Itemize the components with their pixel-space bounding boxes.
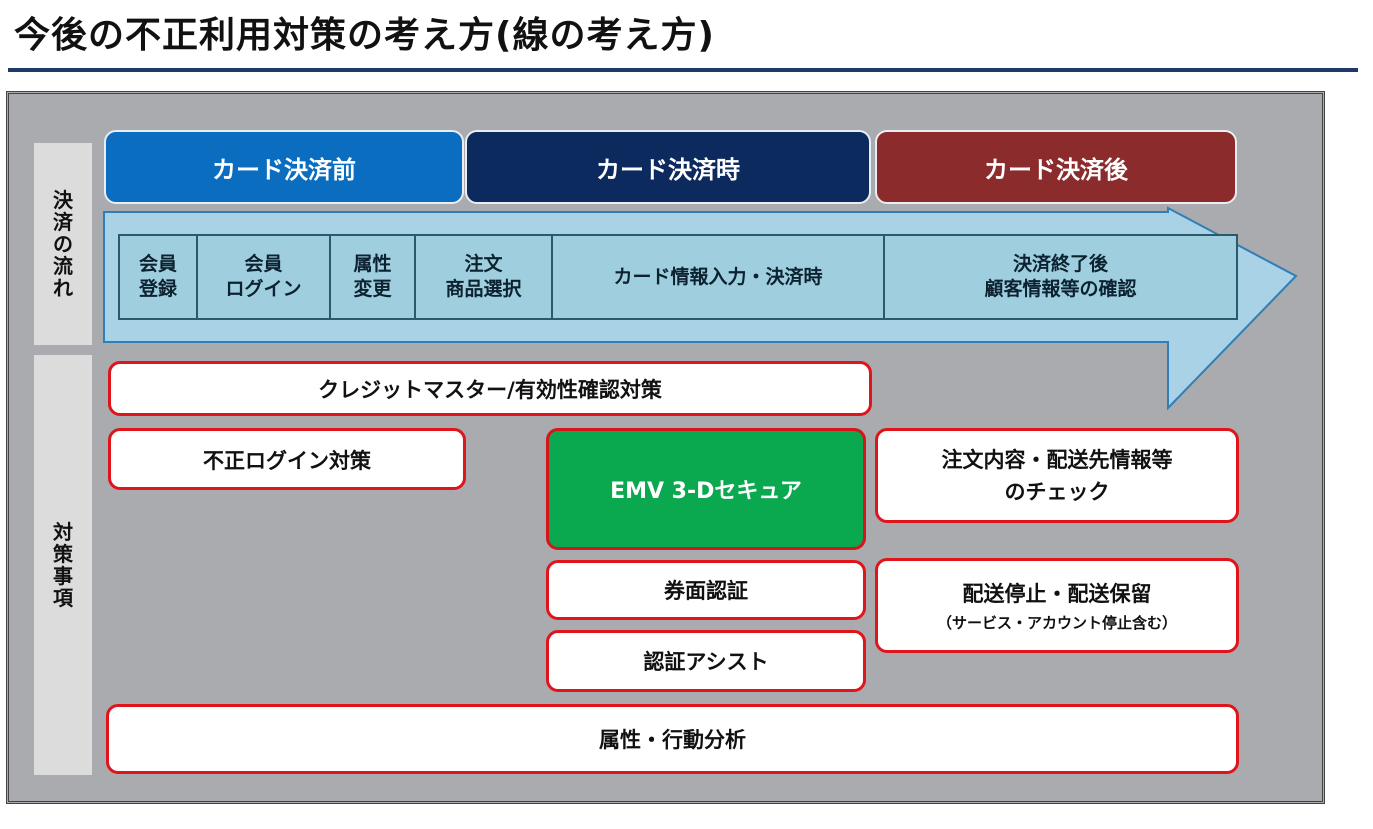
step-after-payment-check: 決済終了後 顧客情報等の確認 bbox=[984, 253, 1137, 300]
measure-credit-master: クレジットマスター/有効性確認対策 bbox=[108, 361, 872, 416]
step-member-login: 会員 ログイン bbox=[198, 236, 331, 318]
measure-card-face-auth: 券面認証 bbox=[546, 560, 866, 620]
phase-header-after: カード決済後 bbox=[875, 130, 1237, 204]
measure-emv-3ds: EMV 3-Dセキュア bbox=[546, 428, 866, 550]
step-order-product-select: 注文 商品選択 bbox=[416, 236, 553, 318]
side-label-flow-text: 決済の流れ bbox=[53, 188, 73, 300]
measure-auth-assist: 認証アシスト bbox=[546, 630, 866, 692]
measure-delivery-stop-note: （サービス・アカウント停止含む） bbox=[936, 614, 1177, 632]
step-member-registration: 会員 登録 bbox=[120, 236, 198, 318]
step-card-input-payment: カード情報入力・決済時 bbox=[553, 236, 885, 318]
side-label-flow: 決済の流れ bbox=[34, 143, 92, 345]
flow-steps-table: 会員 登録 会員 ログイン 属性 変更 注文 商品選択 カード情報入力・決済時 … bbox=[118, 234, 1238, 320]
side-label-measures: 対策事項 bbox=[34, 355, 92, 775]
measure-behavior-analysis: 属性・行動分析 bbox=[106, 704, 1239, 774]
measure-fraud-login: 不正ログイン対策 bbox=[108, 428, 466, 490]
measure-delivery-stop: 配送停止・配送保留 （サービス・アカウント停止含む） bbox=[875, 558, 1239, 653]
page-title: 今後の不正利用対策の考え方(線の考え方) bbox=[14, 15, 715, 56]
title-underline bbox=[8, 68, 1358, 72]
phase-header-during: カード決済時 bbox=[465, 130, 871, 204]
measure-delivery-stop-label: 配送停止・配送保留 bbox=[962, 582, 1152, 606]
measure-order-check: 注文内容・配送先情報等 のチェック bbox=[875, 428, 1239, 523]
side-label-measures-text: 対策事項 bbox=[53, 520, 73, 610]
phase-header-before: カード決済前 bbox=[104, 130, 464, 204]
step-attribute-change: 属性 変更 bbox=[331, 236, 416, 318]
